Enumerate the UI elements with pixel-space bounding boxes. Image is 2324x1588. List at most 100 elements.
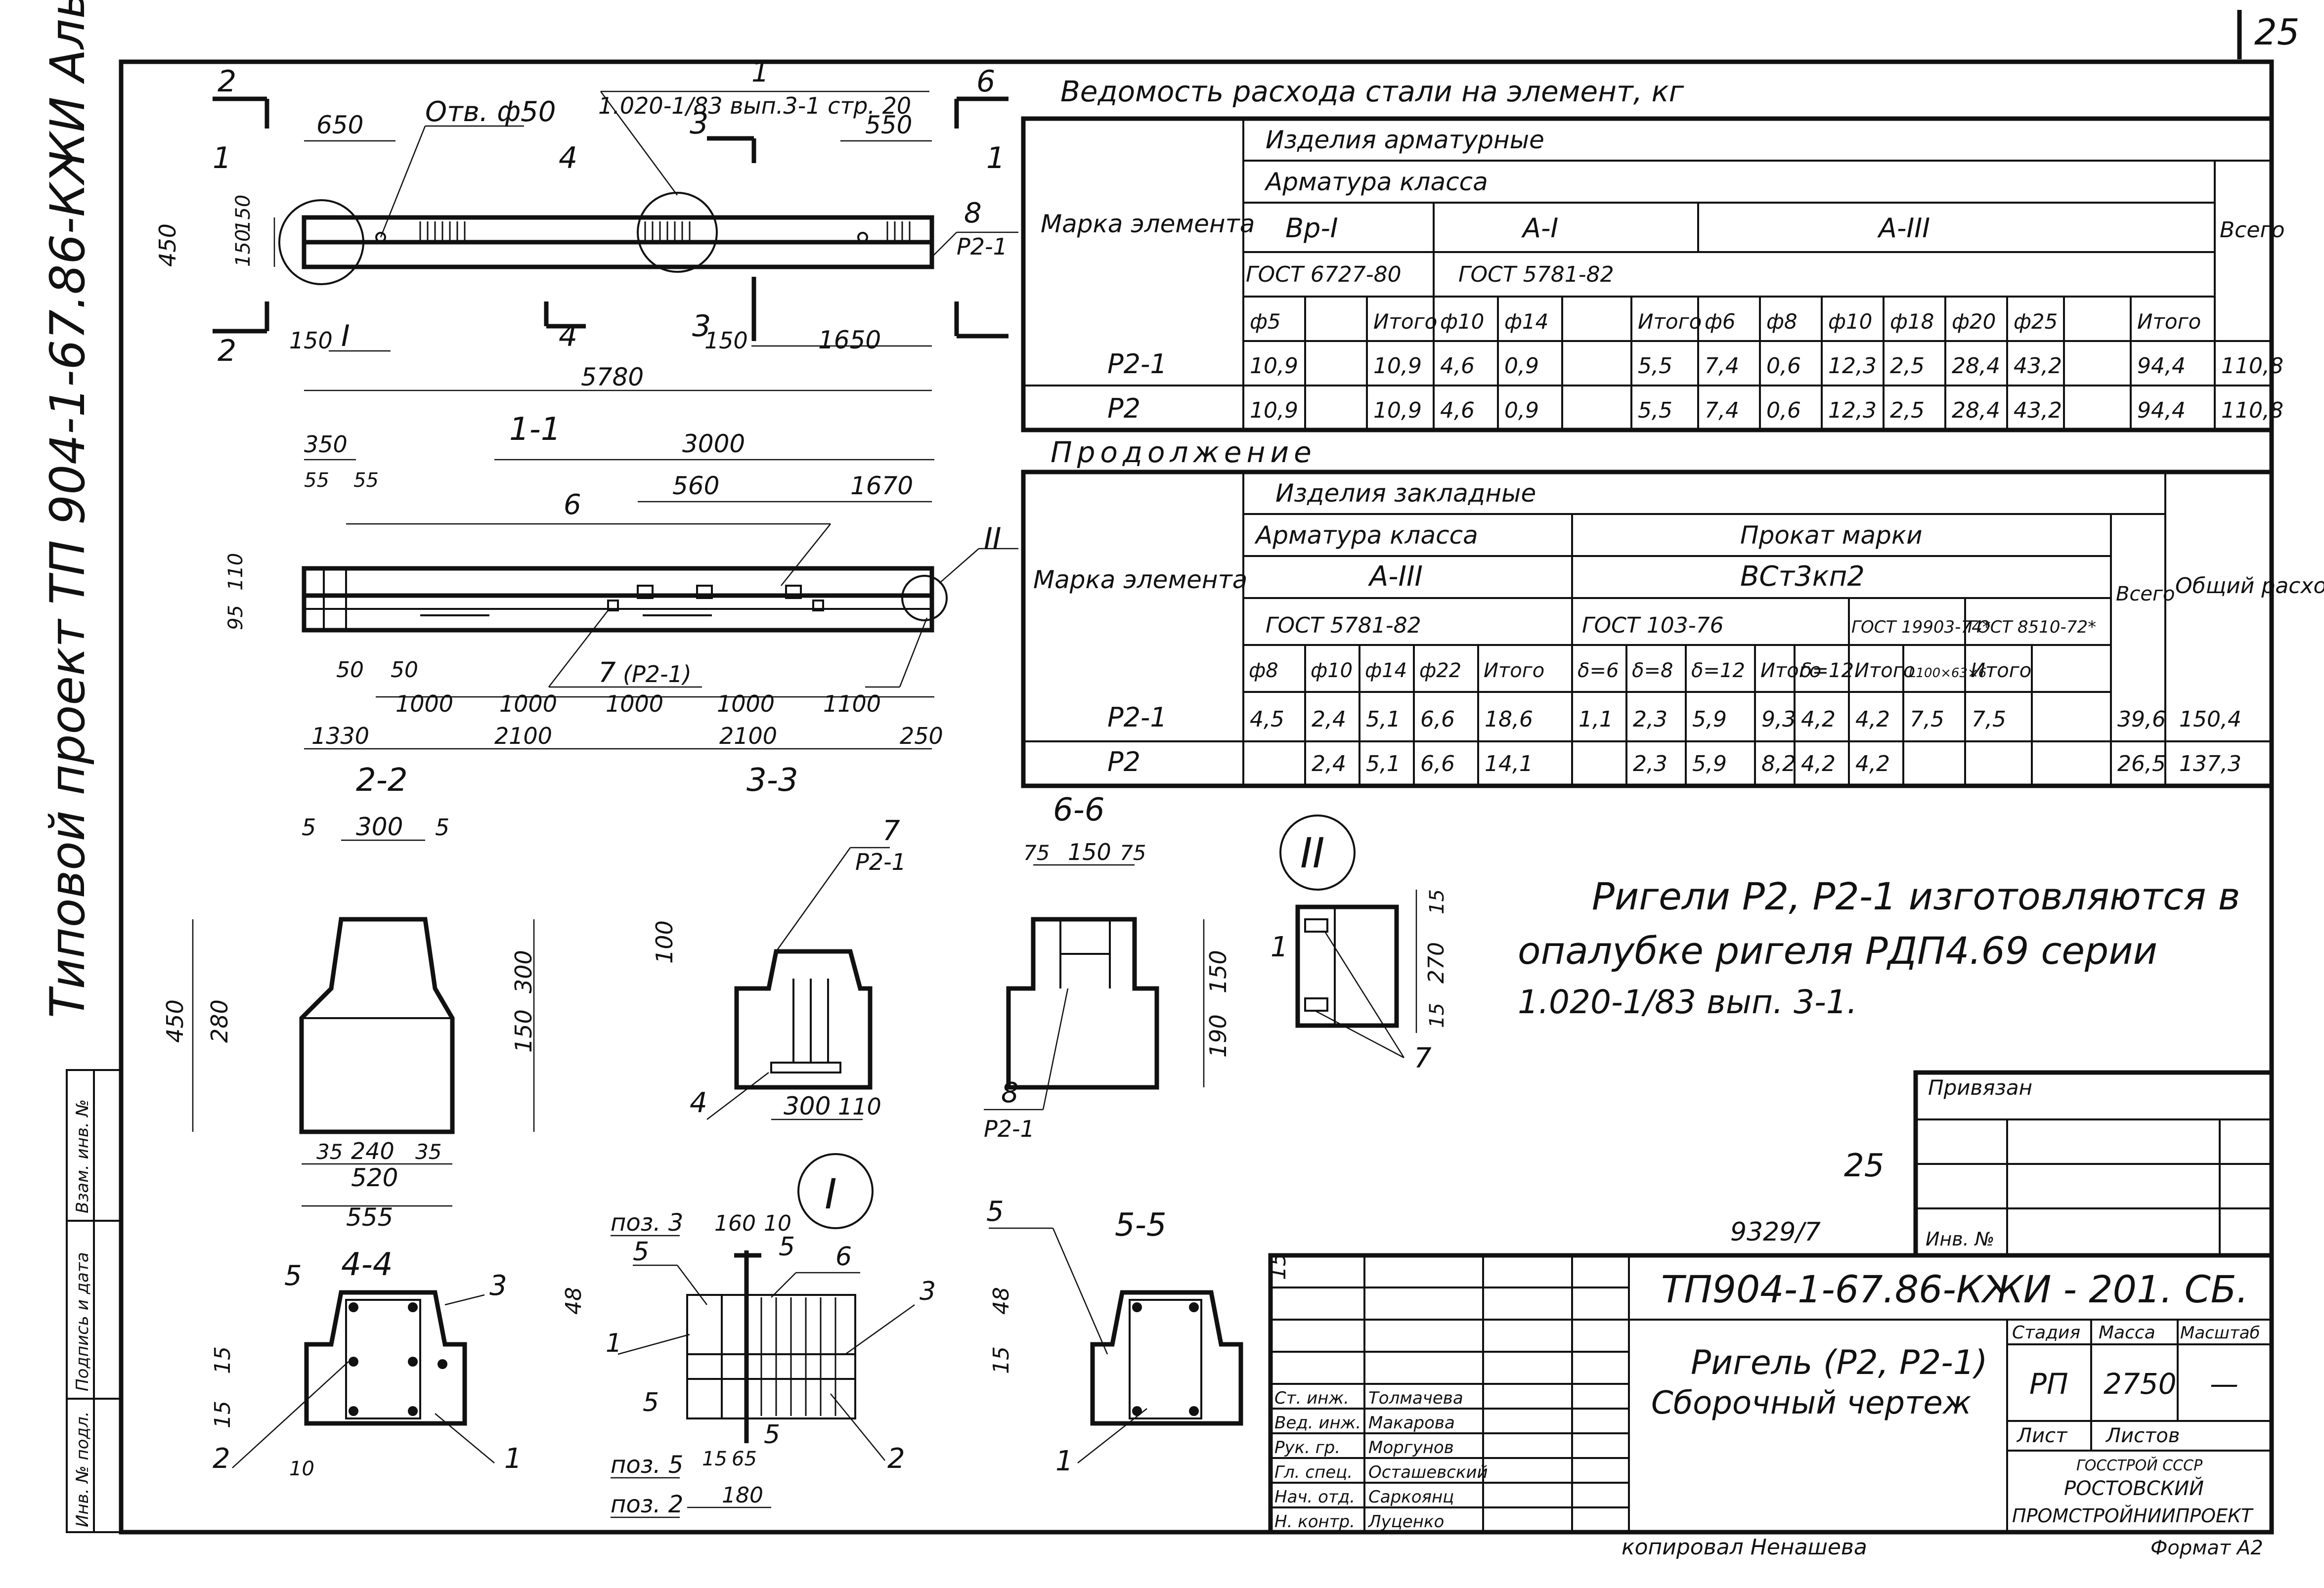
table1-cell: 2,5: [1890, 353, 1925, 379]
table1-col-mark: Марка элемента: [1041, 210, 1255, 238]
table1-cell: 10,9: [1250, 398, 1298, 423]
steel-table-2: Продолжение Марка элемента Изделия закла…: [1021, 435, 2324, 788]
node-mark-I: I: [341, 319, 350, 353]
dim-150-b: 150: [232, 229, 255, 267]
plan-dim-250: 250: [900, 723, 943, 749]
rebar-dot: [349, 1357, 358, 1367]
p21-label: Р2-1: [957, 233, 1008, 260]
stamp-name: Моргунов: [1368, 1438, 1454, 1458]
node-II-dim-15b: 15: [1426, 1003, 1448, 1028]
table1-total: Всего: [2220, 217, 2284, 243]
hole-label: Отв. ф50: [425, 96, 556, 128]
cut-mark-3-bottom: 3: [692, 309, 711, 343]
stamp-stage: РП: [2029, 1367, 2068, 1401]
table2-cell: 1,1: [1579, 707, 1613, 732]
cut-mark-3-top: 3: [690, 106, 708, 141]
stamp-title-1: Ригель (Р2, Р2-1): [1691, 1343, 1988, 1382]
rebar-dot: [349, 1302, 358, 1312]
table2-cell: 4,2: [1855, 707, 1890, 732]
node-II-circle: [1279, 815, 1356, 891]
table1-cell: 110,8: [2221, 398, 2283, 423]
plan-dim-95: 95: [224, 605, 247, 630]
table2-subcol: ф10: [1311, 659, 1353, 682]
node-I-label: I: [825, 1170, 837, 1218]
node-label-II-plan: II: [984, 521, 1001, 556]
plan-dim-2100b: 2100: [719, 723, 777, 749]
table2-cell: 6,6: [1420, 707, 1455, 732]
node-I-5c: 5: [643, 1388, 659, 1417]
dim-1650: 1650: [818, 326, 881, 354]
node-I-poz5: поз. 5: [611, 1451, 683, 1479]
table2-cell: 2,3: [1633, 707, 1667, 732]
table1-subcol: ф14: [1504, 309, 1548, 334]
plan-dim-55b: 55: [353, 469, 379, 492]
table1-subcol: ф18: [1890, 309, 1934, 334]
section-3-3: 7 Р2-1 4 100 300 110: [651, 815, 906, 1120]
pos-mark-8: 8: [964, 197, 982, 229]
steel-table-1: Ведомость расхода стали на элемент, кг: [1021, 75, 2284, 432]
table2-cell: 5,9: [1692, 751, 1727, 776]
plan-dim-1000a: 1000: [395, 690, 453, 717]
table2-row-mark: Р2: [1107, 746, 1140, 777]
table2-cell: 7,5: [1972, 707, 2006, 732]
section-label-6-6: 6-6: [1053, 792, 1105, 828]
s33-pos-4: 4: [690, 1087, 707, 1119]
hole-marker: [375, 232, 386, 243]
s44-dim-520: 520: [351, 1163, 398, 1192]
s44-dim-555: 555: [346, 1203, 393, 1232]
section-label-1-1: 1-1: [509, 411, 561, 448]
dim-5780: 5780: [581, 363, 644, 391]
table1-row-mark: Р2-1: [1107, 348, 1167, 380]
stamp-format: Формат А2: [2150, 1537, 2263, 1559]
table1-gost-1: ГОСТ 6727-80: [1246, 262, 1402, 287]
s66-dim-190: 190: [1205, 1014, 1231, 1058]
table1-cell: 10,9: [1373, 353, 1422, 379]
table2-subcol: Итого: [1854, 659, 1915, 682]
table2-class-a3: А-III: [1368, 560, 1423, 593]
table1-class-a3: А-III: [1877, 213, 1930, 244]
table2-gost-5781: ГОСТ 5781-82: [1266, 613, 1421, 638]
node-I-15: 15: [702, 1448, 727, 1470]
cut-mark-4-top: 4: [559, 141, 577, 175]
s66-pos-8: 8: [1001, 1077, 1019, 1109]
stamp-org-2: РОСТОВСКИЙ: [2064, 1476, 2204, 1500]
table2-cell: 137,3: [2179, 751, 2241, 776]
stamp-title-2: Сборочный чертеж: [1651, 1385, 1972, 1421]
table2-col-mark: Марка элемента: [1033, 565, 1247, 594]
hole-marker-right: [857, 232, 868, 243]
table2-prokat: Прокат марки: [1740, 521, 1923, 550]
plan-dim-110: 110: [224, 553, 247, 591]
plan-dim-1000d: 1000: [717, 690, 775, 717]
node-II-dim-15a: 15: [1426, 889, 1448, 914]
plan-dim-3000: 3000: [682, 429, 745, 458]
s33-dim-100: 100: [651, 920, 678, 964]
stamp-mass: 2750: [2104, 1367, 2177, 1401]
table1-cell: 10,9: [1250, 353, 1298, 379]
section-label-5-5: 5-5: [1115, 1207, 1167, 1244]
node-I-65: 65: [732, 1448, 757, 1470]
table2-cell: 26,5: [2117, 751, 2166, 776]
node-I-poz3: поз. 3: [611, 1209, 683, 1237]
table2-steel: ВСт3кп2: [1740, 560, 1865, 593]
section-4-4: 5 300 5 450 280 300 150 35 240 35 520 55…: [162, 813, 537, 1283]
table1-gost-2: ГОСТ 5781-82: [1458, 262, 1614, 287]
table1-subcol: ф6: [1705, 309, 1736, 334]
s44-dim-300v: 300: [510, 950, 537, 993]
section-2-2: 5 3 15 15 2 1 10: [210, 1260, 522, 1480]
node-I-poz2: поз. 2: [611, 1491, 683, 1518]
stamp-grid: [1271, 1255, 1629, 1532]
section-label-2-2: 2-2: [356, 762, 408, 799]
node-I-10: 10: [764, 1211, 791, 1236]
table2-subcol: ф8: [1249, 659, 1278, 682]
node-I-180: 180: [722, 1483, 763, 1508]
table1-subcol: Итого: [1638, 309, 1702, 334]
stamp-role: Рук. гр.: [1274, 1438, 1340, 1458]
node-I-detail: I поз. 3 160 10 5 6 5 48 1 3 5 2 поз. 5 …: [561, 1153, 936, 1518]
node-I-2: 2: [887, 1443, 905, 1475]
plan-dim-1100: 1100: [823, 690, 881, 717]
note-line-3: 1.020-1/83 вып. 3-1.: [1518, 983, 1857, 1021]
s55-1: 1: [1055, 1445, 1073, 1477]
stamp-stage-h: Стадия: [2012, 1323, 2080, 1343]
s22-3: 3: [489, 1270, 507, 1302]
